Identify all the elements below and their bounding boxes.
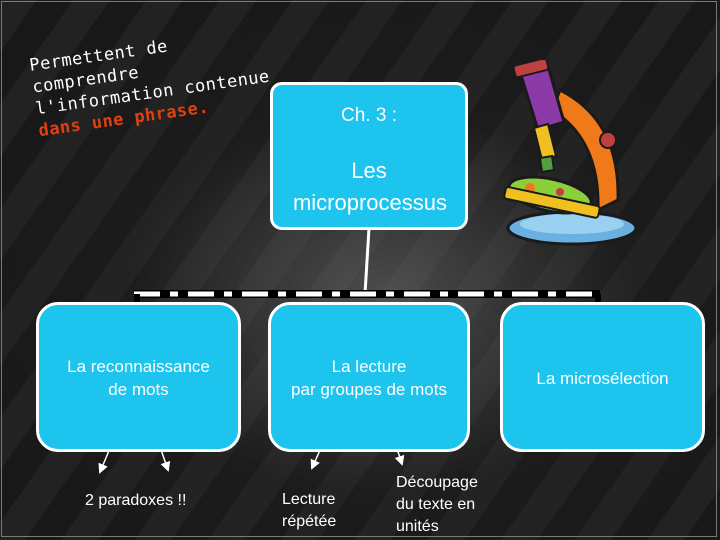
subnode-2-line-1: Lecture bbox=[282, 491, 336, 508]
node-reconnaissance-mots: La reconnaissance de mots bbox=[36, 302, 241, 452]
node-3-label-line-1: La microsélection bbox=[536, 369, 669, 388]
node-microselection: La microsélection bbox=[500, 302, 705, 452]
subnode-3-line-1: Découpage bbox=[396, 474, 478, 491]
microscope-icon bbox=[503, 60, 638, 246]
node-2-label-line-2: par groupes de mots bbox=[291, 380, 447, 399]
subnode-2-line-2: répétée bbox=[282, 513, 337, 530]
chapter-title-line-2: microprocessus bbox=[292, 190, 448, 215]
chapter-title-box: Ch. 3 : Les microprocessus bbox=[270, 82, 468, 230]
node-lecture-groupes: La lecture par groupes de mots bbox=[268, 302, 470, 452]
node-1-label-line-1: La reconnaissance bbox=[67, 357, 210, 376]
subnode-paradoxes: 2 paradoxes !! bbox=[85, 490, 186, 512]
chapter-number: Ch. 3 : bbox=[341, 105, 397, 126]
node-2-label-line-1: La lecture bbox=[331, 357, 407, 376]
trunk-line bbox=[363, 227, 371, 295]
chapter-title-line-1: Les bbox=[351, 158, 387, 183]
node-1-label-line-2: de mots bbox=[108, 380, 169, 399]
subnode-decoupage: Découpage du texte en unités bbox=[396, 472, 478, 538]
subnode-3-line-3: unités bbox=[396, 518, 439, 535]
subnode-3-line-2: du texte en bbox=[396, 496, 476, 513]
subnode-lecture-repetee: Lecture répétée bbox=[282, 489, 336, 533]
subnode-1-line-1: 2 paradoxes !! bbox=[85, 492, 187, 509]
